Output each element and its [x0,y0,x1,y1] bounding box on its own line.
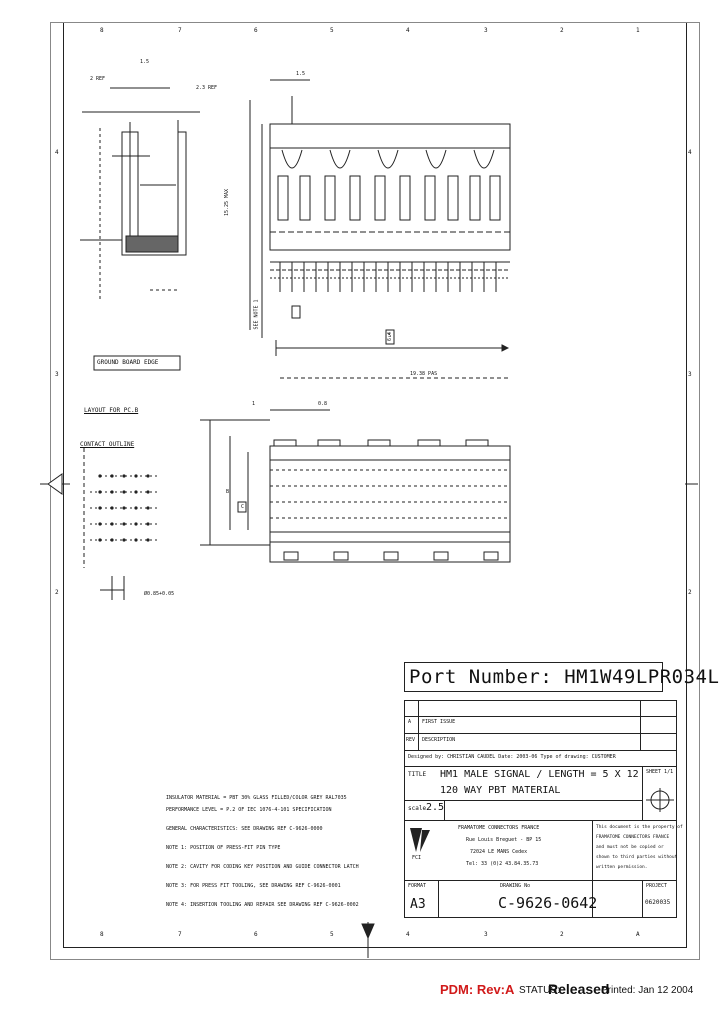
dim-2ref: 2 REF [90,76,106,82]
border-left-label: 4 [55,149,59,156]
scale-value: 2.5 [426,802,445,813]
border-bottom-label: 3 [484,931,488,938]
status-label: STATUS: [519,985,560,996]
logo-text: FCI [412,855,422,861]
drawing-number: C-9626-0642 [498,894,598,912]
note-line: PERFORMANCE LEVEL = P.2 OF IEC 1076-4-10… [166,807,332,813]
confidential-line: FRAMATOME CONNECTORS FRANCE [596,835,670,840]
layout-label: LAYOUT FOR PC.B [84,407,139,414]
dim-15: 1.5 [140,59,150,65]
border-top-label: 1 [636,27,640,34]
divider [404,880,677,881]
border-bottom-label: 4 [406,931,410,938]
company-line: Tel: 33 (0)2 43.84.35.73 [466,861,539,867]
note-line: INSULATOR MATERIAL = PBT 30% GLASS FILLE… [166,795,347,801]
rev-text: FIRST ISSUE [422,719,456,725]
status-value: Released [548,981,610,997]
dim-1938: 19.38 PAS [410,371,438,377]
border-right-label: 3 [688,371,692,378]
border-top-label: 7 [178,27,182,34]
rev-text: DESCRIPTION [422,737,456,743]
confidential-line: and must not be copied or [596,845,664,850]
dim-1: 1 [252,401,256,407]
rev-code: REV [406,737,416,743]
printed-date: Printed: Jan 12 2004 [601,985,694,996]
border-bottom-label: 5 [330,931,334,938]
fci-logo-icon [410,828,430,852]
dim-08: 0.8 [318,401,328,407]
divider [404,820,677,821]
format-value: A3 [410,897,426,912]
border-bottom-label: 6 [254,931,258,938]
title-line-1: HM1 MALE SIGNAL / LENGTH = 5 X 12 [440,769,639,780]
confidential-line: shown to third parties without [596,855,678,860]
outer-frame [50,22,700,960]
border-bottom-label: 8 [100,931,104,938]
project-label: PROJECT [646,883,668,889]
bottom-dim-label: Ø0.85+0.05 [144,591,175,597]
border-bottom-label: A [636,931,640,938]
border-bottom-label: 2 [560,931,564,938]
dim-23ref: 2.3 REF [196,85,218,91]
drawing-no-label: DRAWING No [500,883,531,889]
title-line-2: 120 WAY PBT MATERIAL [440,785,561,796]
note-line: NOTE 2: CAVITY FOR CODING KEY POSITION A… [166,864,359,870]
company-logo: FCI [408,826,432,862]
dim-top-right: 1.5 [296,71,306,77]
border-top-label: 6 [254,27,258,34]
divider [404,766,677,767]
border-top-label: 4 [406,27,410,34]
divider [438,880,439,918]
border-right-label: 4 [688,149,692,156]
confidential-line: This document is the property of [596,825,683,830]
company-line: Rue Louis Breguet - BP 15 [466,837,542,843]
dim-5: 5 [388,333,392,339]
divider [404,800,642,801]
border-top-label: 2 [560,27,564,34]
note-line: NOTE 3: FOR PRESS FIT TOOLING, SEE DRAWI… [166,883,341,889]
format-label: FORMAT [408,883,427,889]
border-top-label: 3 [484,27,488,34]
note-line: GENERAL CHARACTERISTICS: SEE DRAWING REF… [166,826,323,832]
note-line: NOTE 4: INSERTION TOOLING AND REPAIR SEE… [166,902,359,908]
scale-label: scale [408,805,427,812]
company-line: 72024 LE MANS Cedex [470,849,528,855]
divider [404,733,677,734]
company-line: FRAMATOME CONNECTORS FRANCE [458,825,540,831]
part-number-box: Port Number: HM1W49LPR034L5 [404,662,720,692]
divider [592,820,593,918]
border-right-label: 2 [688,589,692,596]
divider [404,820,405,880]
border-left-label: 3 [55,371,59,378]
designed-by: Designed by: CHRISTIAN CAUDEL Date: 2003… [408,754,616,760]
divider [404,716,677,717]
title-block [404,700,677,918]
contact-outline-label: CONTACT OUTLINE [80,441,135,448]
project-value: 0620035 [645,899,671,906]
confidential-line: written permission. [596,865,648,870]
sheet-label: SHEET 1/1 [646,769,674,775]
part-number: Port Number: HM1W49LPR034L5 [409,666,720,688]
title-label: TITLE [408,771,427,778]
ground-board-edge-label: GROUND BOARD EDGE [97,359,159,366]
dim-c: C [241,504,245,510]
border-top-label: 8 [100,27,104,34]
divider [444,800,445,820]
border-left-label: 2 [55,589,59,596]
border-bottom-label: 7 [178,931,182,938]
rev-code: A [408,719,412,725]
divider [640,700,641,750]
dim-b: B [226,489,230,495]
divider [642,766,643,820]
note-line: NOTE 1: POSITION OF PRESS-FIT PIN TYPE [166,845,281,851]
border-top-label: 5 [330,27,334,34]
divider [404,750,677,751]
divider [418,700,419,750]
pdm-revision: PDM: Rev:A [440,982,515,997]
divider [642,880,643,918]
